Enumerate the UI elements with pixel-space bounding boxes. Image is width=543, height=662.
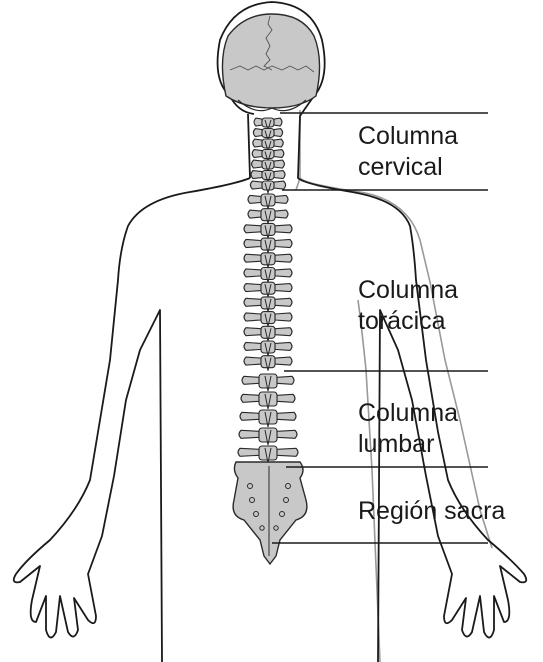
label-lumbar-spine: Columna lumbar <box>358 398 458 460</box>
label-thoracic-line2: torácica <box>358 306 458 337</box>
vertebra-t-17 <box>244 326 292 341</box>
label-thoracic-line1: Columna <box>358 275 458 306</box>
vertebra-l-24 <box>238 446 298 463</box>
sacrum <box>233 462 307 564</box>
vertebra-t-14 <box>244 282 292 297</box>
back-body-outline <box>296 110 492 662</box>
vertebra-l-23 <box>239 428 297 445</box>
vertebra-l-20 <box>242 374 294 391</box>
vertebra-c-7 <box>250 181 285 193</box>
vertebra-t-8 <box>248 194 288 209</box>
vertebra-t-19 <box>244 356 292 371</box>
vertebra-t-15 <box>244 297 292 312</box>
vertebra-t-18 <box>244 341 292 356</box>
label-cervical-line2: cervical <box>358 152 458 183</box>
vertebra-l-22 <box>240 410 296 427</box>
vertebral-column <box>238 118 298 463</box>
vertebra-t-16 <box>244 312 292 327</box>
label-sacral-region: Región sacra <box>358 496 505 527</box>
vertebra-t-10 <box>244 223 292 238</box>
label-thoracic-spine: Columna torácica <box>358 275 458 337</box>
label-cervical-spine: Columna cervical <box>358 121 458 183</box>
label-lumbar-line1: Columna <box>358 398 458 429</box>
vertebra-t-9 <box>248 209 288 224</box>
vertebra-l-21 <box>241 392 295 409</box>
vertebra-t-12 <box>244 253 292 268</box>
label-cervical-line1: Columna <box>358 121 458 152</box>
vertebra-t-13 <box>244 268 292 283</box>
label-lumbar-line2: lumbar <box>358 429 458 460</box>
vertebra-t-11 <box>244 238 292 253</box>
